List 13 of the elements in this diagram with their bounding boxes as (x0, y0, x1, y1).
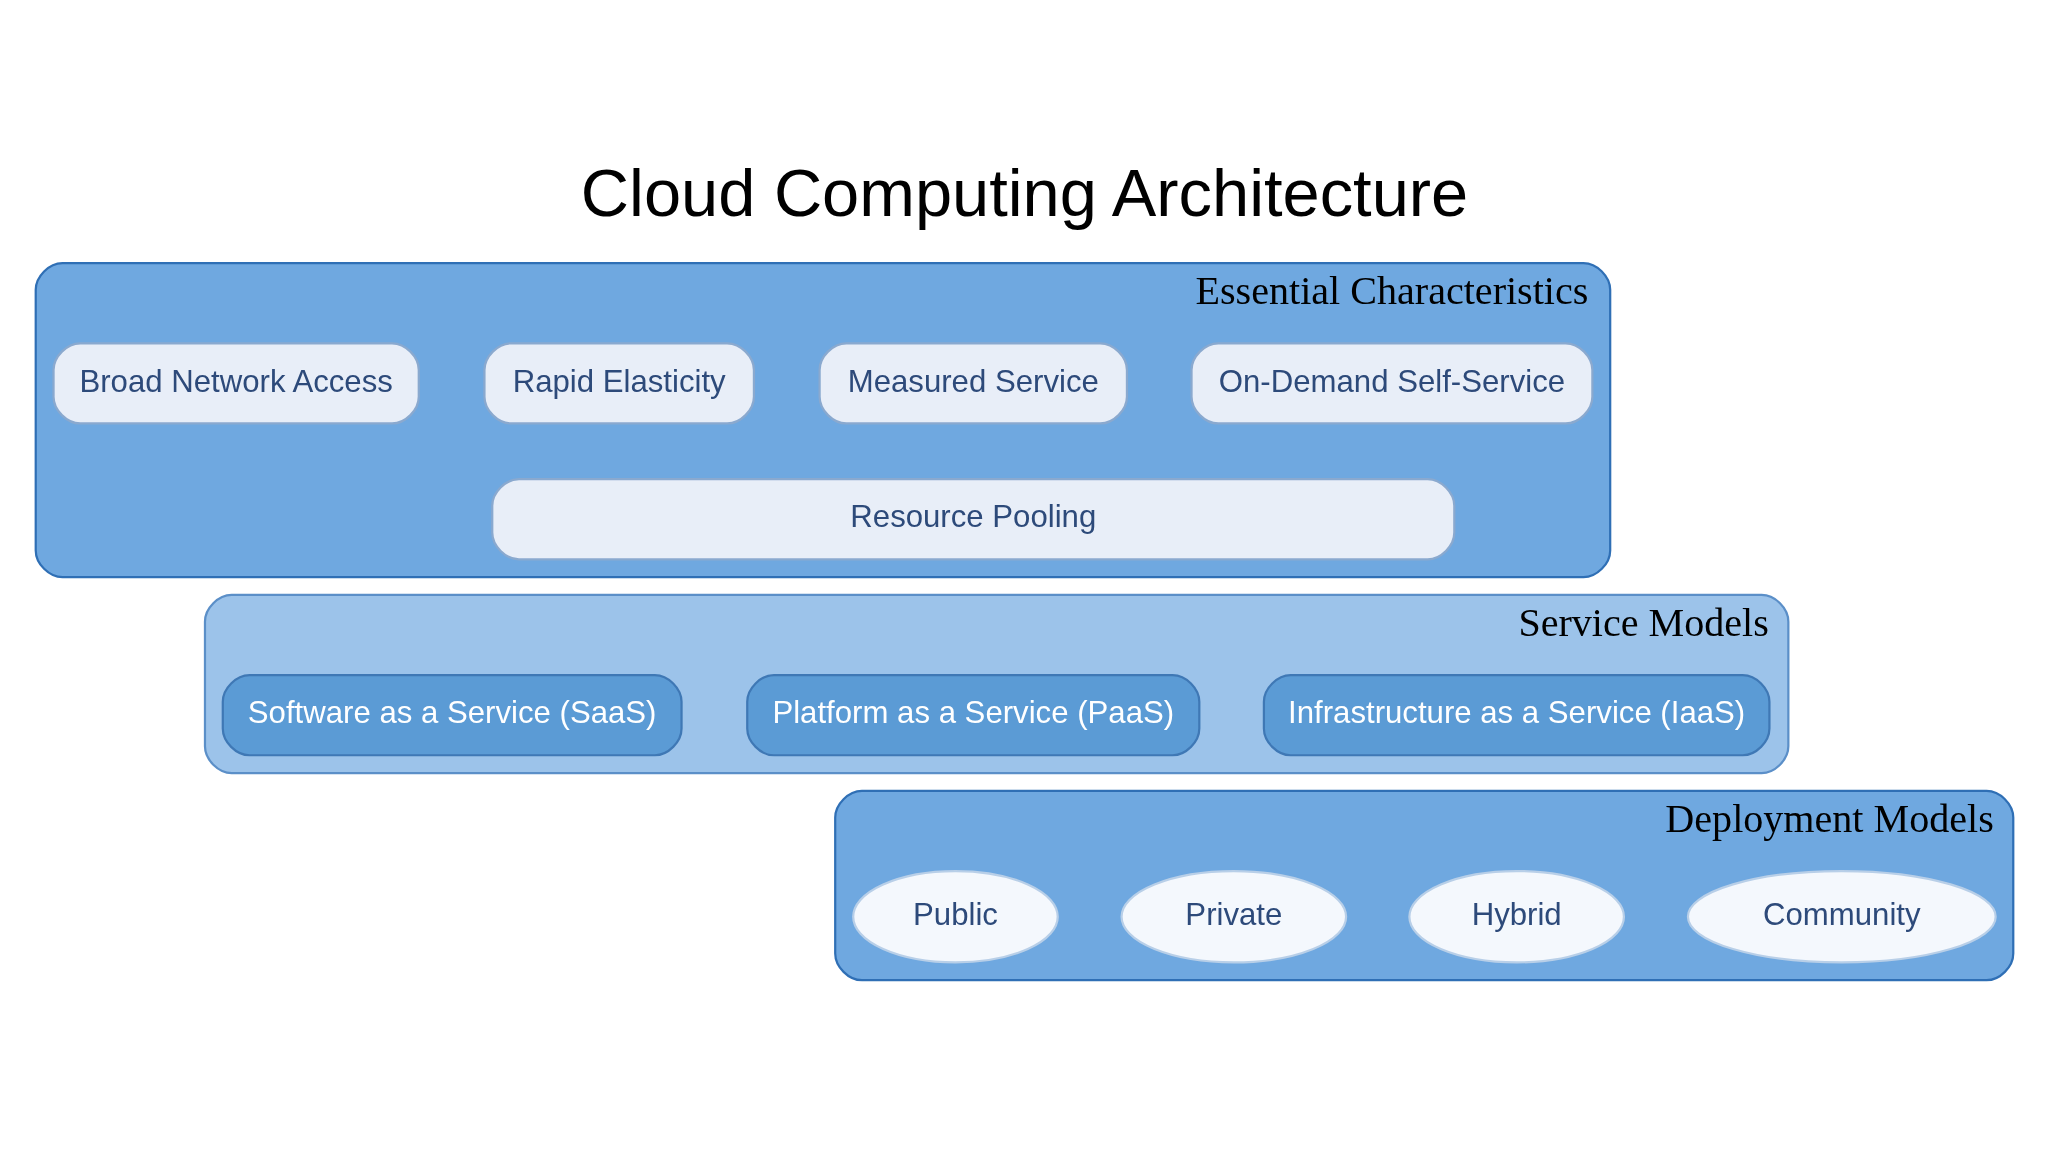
node-box: Software as a Service (SaaS) (221, 673, 683, 757)
node-ellipse: Hybrid (1407, 869, 1625, 964)
node-ellipse: Community (1686, 869, 1997, 964)
node-ellipse: Public (851, 869, 1059, 964)
diagram-title: Cloud Computing Architecture (580, 156, 1468, 231)
node-ellipse: Private (1119, 869, 1347, 964)
node-box: Measured Service (818, 342, 1128, 425)
node-box: Broad Network Access (51, 342, 420, 425)
node-box: Platform as a Service (PaaS) (745, 673, 1200, 757)
node-box: Infrastructure as a Service (IaaS) (1262, 673, 1771, 757)
node-box: Rapid Elasticity (482, 342, 755, 425)
node-box: Resource Pooling (490, 478, 1455, 561)
node-box: On-Demand Self-Service (1189, 342, 1593, 425)
